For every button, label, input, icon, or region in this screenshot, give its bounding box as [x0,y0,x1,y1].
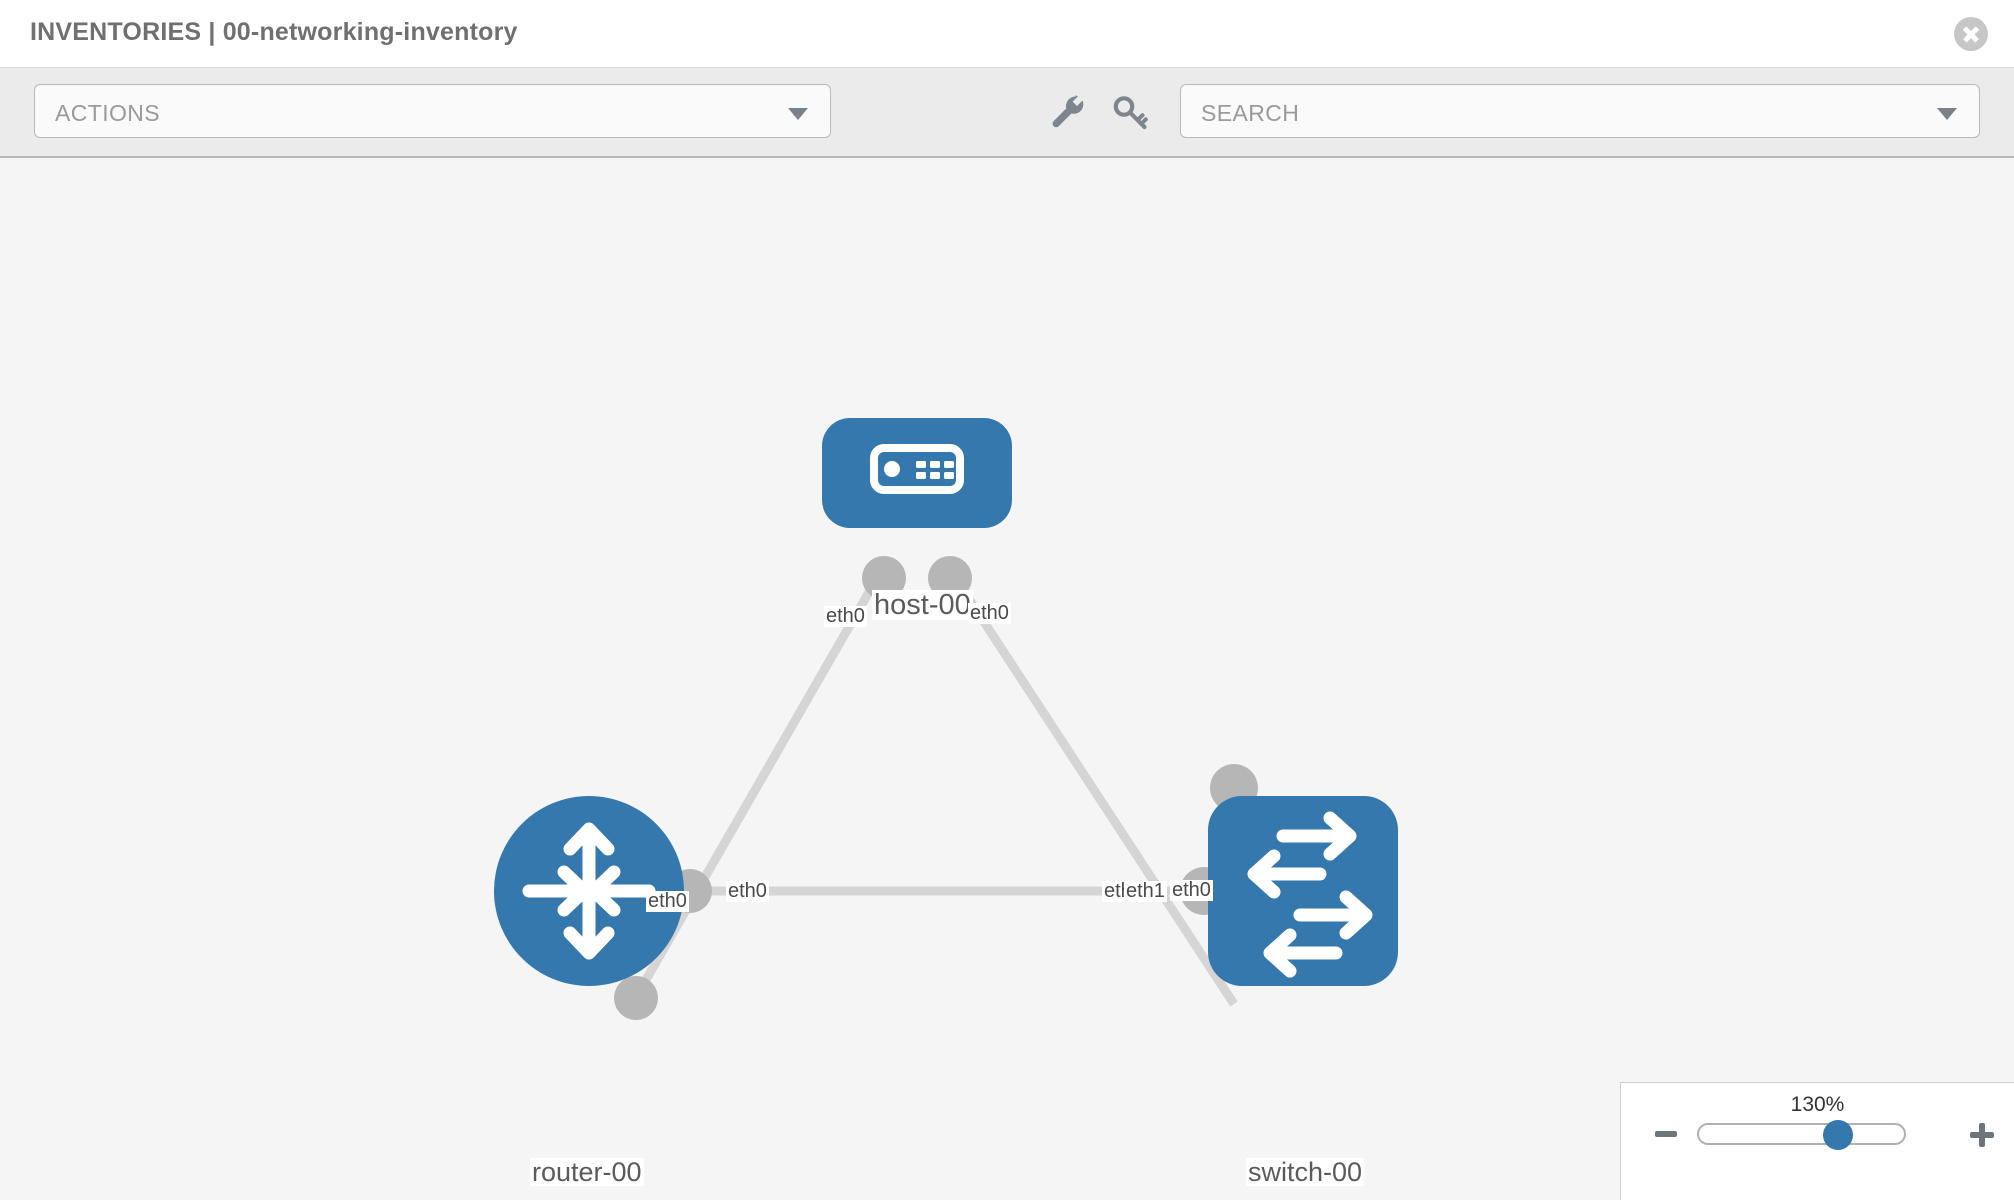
topology-edges [628,570,1248,1007]
topology-endpoints [614,556,1258,1020]
actions-dropdown[interactable]: ACTIONS [34,84,831,138]
node-label-host00: host-00 [872,589,973,621]
page-header: INVENTORIES | 00-networking-inventory [0,0,2014,68]
server-icon [870,444,964,494]
edge-label-router00-up: eth0 [646,890,689,912]
server-icon-vents [916,461,954,479]
zoom-control: 130% [1620,1082,2014,1200]
node-host00 [822,418,1012,528]
edge-label-switch00-up: eth0 [1170,879,1213,901]
close-icon[interactable] [1954,17,1988,51]
chevron-down-icon[interactable] [1937,108,1957,120]
key-icon[interactable] [1105,88,1153,136]
topology-graph [494,418,1398,1020]
node-router00 [494,796,684,986]
search-input[interactable]: SEARCH [1180,84,1980,138]
edge-label-switch00-left: eth1 [1124,880,1167,902]
edge-host00-switch00 [948,570,1238,1007]
endpoint-router00-top [614,976,658,1020]
zoom-level-label: 130% [1790,1093,1845,1116]
chevron-down-icon [788,108,808,120]
plus-icon[interactable] [1970,1123,1994,1147]
endpoint-host00-right [928,556,972,600]
zoom-slider[interactable] [1697,1123,1906,1145]
toolbar: ACTIONS SEARCH [0,68,2014,158]
minus-icon[interactable] [1655,1131,1677,1137]
node-label-switch00: switch-00 [1246,1157,1365,1187]
node-label-router00: router-00 [530,1157,644,1187]
topology-canvas[interactable]: host-00 router-00 switch-00 eth0 eth0 et… [0,158,2014,1200]
wrench-icon-glyph [1052,95,1084,128]
page-title: INVENTORIES | 00-networking-inventory [30,18,518,46]
key-icon-glyph [1113,96,1148,130]
node-switch00 [1208,796,1398,986]
zoom-slider-thumb[interactable] [1823,1120,1853,1150]
endpoint-host00-left [862,556,906,600]
switch-arrows-icon [1247,811,1373,978]
edge-label-router00-right: eth0 [726,880,769,902]
router-arrows-icon [522,822,656,960]
edge-label-host00-right: eth0 [968,602,1011,624]
wrench-icon[interactable] [1042,88,1090,136]
actions-dropdown-label: ACTIONS [55,100,161,126]
server-icon-led [884,461,900,477]
search-placeholder: SEARCH [1201,100,1300,126]
edge-label-host00-left: eth0 [824,605,867,627]
